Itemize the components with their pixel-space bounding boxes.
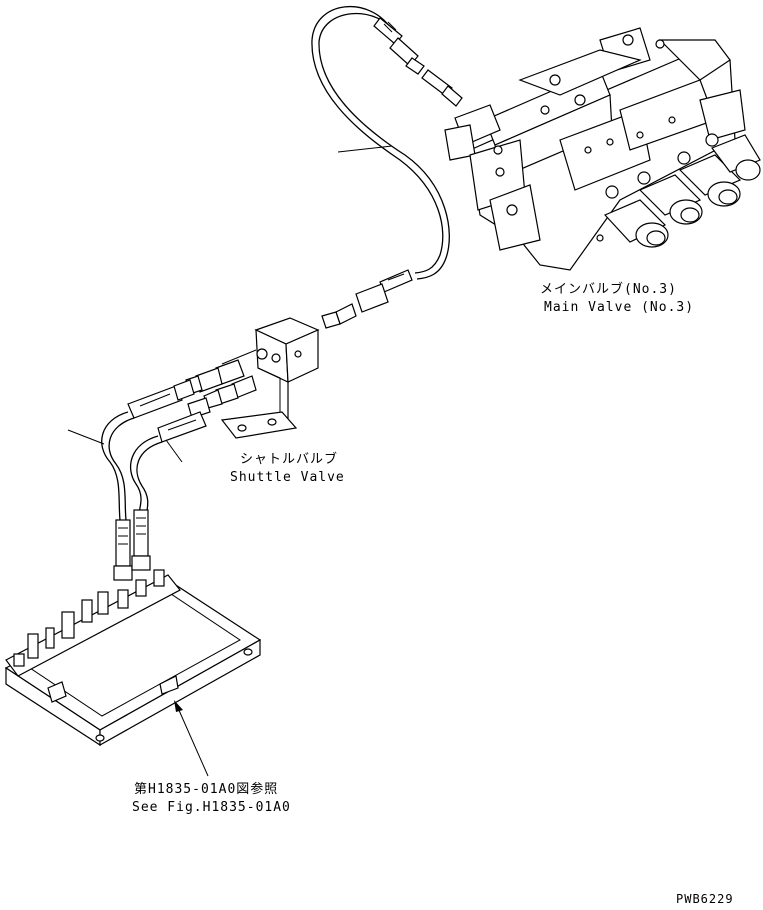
lower-hose-end-fittings	[113, 509, 151, 581]
distribution-frame	[4, 574, 262, 747]
upper-hose-leader	[337, 145, 393, 153]
shuttle-valve-label-en: Shuttle Valve	[230, 470, 345, 485]
upper-hose-fitting	[373, 17, 463, 107]
lower-hose-leader-1	[67, 429, 105, 445]
lower-hoses	[101, 411, 163, 521]
shuttle-valve-fittings	[185, 349, 257, 419]
lower-hose-leader-2	[165, 439, 183, 463]
main-valve-body	[444, 27, 746, 271]
drawing-code: PWB6229	[676, 892, 734, 906]
hose-fitting-to-shuttle	[321, 269, 413, 329]
distribution-block-fittings	[13, 569, 165, 667]
see-fig-label-jp: 第H1835-01A0図参照	[134, 782, 279, 797]
see-fig-label-en: See Fig.H1835-01A0	[132, 800, 291, 815]
main-valve-label-en: Main Valve (No.3)	[544, 300, 695, 315]
see-fig-leader	[174, 700, 209, 777]
shuttle-valve-label-jp: シャトルバルブ	[240, 452, 339, 467]
main-valve-spools	[603, 134, 761, 248]
shuttle-valve	[220, 317, 320, 439]
upper-hose	[311, 6, 450, 280]
main-valve-bolts	[493, 34, 719, 242]
main-valve-label-jp: メインバルブ(No.3)	[540, 282, 677, 297]
lower-hose-fittings	[127, 379, 207, 443]
